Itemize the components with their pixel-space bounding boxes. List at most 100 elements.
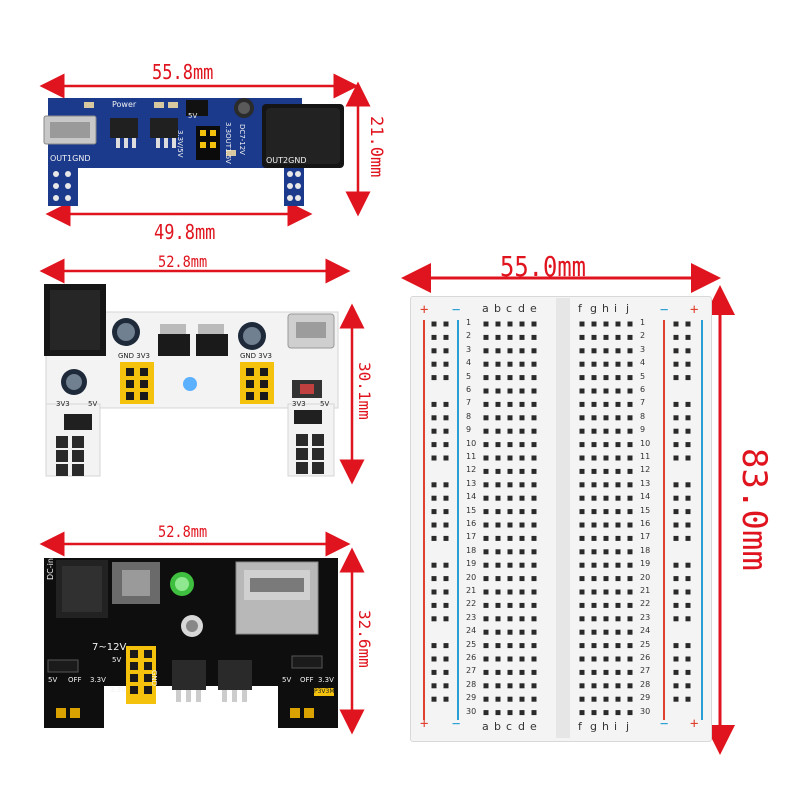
row-number-left-27: 27 (466, 666, 477, 676)
breadboard-hole (507, 522, 513, 528)
breadboard-hole (519, 401, 525, 407)
breadboard-hole (603, 683, 609, 689)
row-number-left-28: 28 (466, 679, 477, 689)
rail-hole (673, 562, 679, 568)
breadboard-hole (579, 629, 585, 635)
breadboard-hole (531, 616, 537, 622)
breadboard-hole (495, 549, 501, 555)
rail-hole (431, 562, 437, 568)
breadboard-hole (591, 696, 597, 702)
rail-hole (673, 442, 679, 448)
rail-hole (673, 602, 679, 608)
breadboard-hole (495, 535, 501, 541)
rail-hole (673, 535, 679, 541)
breadboard-hole (627, 602, 633, 608)
breadboard-hole (591, 468, 597, 474)
rail-hole (673, 522, 679, 528)
rail-hole (443, 334, 449, 340)
breadboard-hole (627, 549, 633, 555)
breadboard-hole (483, 696, 489, 702)
rail-plus-bottom-right: + (690, 716, 699, 732)
breadboard-hole (495, 375, 501, 381)
breadboard-hole (615, 629, 621, 635)
row-number-left-13: 13 (466, 478, 477, 488)
breadboard-hole (483, 321, 489, 327)
row-number-left-11: 11 (466, 452, 477, 461)
rail-hole (685, 428, 691, 434)
rail-hole (443, 522, 449, 528)
white-3v3-right-label: 3V3 (292, 400, 306, 408)
breadboard-hole (495, 522, 501, 528)
breadboard-hole (519, 669, 525, 675)
breadboard-hole (603, 576, 609, 582)
column-label-j: j (626, 302, 630, 315)
rail-hole (673, 482, 679, 488)
breadboard-hole (495, 334, 501, 340)
breadboard-hole (507, 348, 513, 354)
breadboard-hole (591, 321, 597, 327)
rail-hole (443, 683, 449, 689)
row-number-right-6: 6 (640, 385, 646, 394)
row-number-right-7: 7 (640, 398, 646, 408)
black-33v-right-label: 3.3V (318, 676, 334, 684)
rail-hole (673, 334, 679, 340)
breadboard-hole (615, 321, 621, 327)
breadboard-hole (579, 562, 585, 568)
breadboard-hole (519, 616, 525, 622)
breadboard-hole (627, 334, 633, 340)
breadboard-hole (579, 549, 585, 555)
breadboard-hole (519, 415, 525, 421)
breadboard-hole (579, 401, 585, 407)
breadboard-hole (603, 468, 609, 474)
breadboard-hole (531, 696, 537, 702)
breadboard-hole (507, 549, 513, 555)
breadboard-hole (519, 629, 525, 635)
rail-hole (431, 683, 437, 689)
breadboard-hole (531, 643, 537, 649)
breadboard-hole (519, 442, 525, 448)
row-number-left-25: 25 (466, 639, 477, 649)
row-number-left-9: 9 (466, 425, 472, 435)
column-label-g: g (590, 302, 597, 315)
breadboard-hole (579, 428, 585, 434)
breadboard-hole (519, 710, 525, 716)
breadboard-hole (627, 643, 633, 649)
breadboard-hole (531, 522, 537, 528)
breadboard-hole (507, 375, 513, 381)
breadboard-hole (507, 669, 513, 675)
breadboard-hole (519, 375, 525, 381)
rail-hole (685, 669, 691, 675)
row-number-left-8: 8 (466, 411, 472, 421)
column-label-c: c (506, 302, 513, 315)
rail-hole (673, 428, 679, 434)
row-number-left-5: 5 (466, 371, 472, 381)
breadboard-hole (507, 428, 513, 434)
white-gnd3v3-right-label: GND 3V3 (240, 352, 272, 360)
row-number-right-18: 18 (640, 545, 651, 555)
column-label-i: i (614, 302, 618, 315)
breadboard-hole (519, 683, 525, 689)
rail-hole (685, 334, 691, 340)
breadboard-hole (519, 602, 525, 608)
breadboard-hole (603, 455, 609, 461)
breadboard-hole (519, 535, 525, 541)
row-number-right-26: 26 (640, 653, 651, 662)
blue-bottom-width-label: 49.8mm (154, 220, 216, 244)
rail-hole (443, 562, 449, 568)
rail-hole (685, 696, 691, 702)
breadboard-hole (615, 468, 621, 474)
breadboard-hole (627, 375, 633, 381)
breadboard-hole (627, 669, 633, 675)
breadboard-hole (579, 656, 585, 662)
breadboard-hole (591, 535, 597, 541)
breadboard-hole (615, 334, 621, 340)
rail-hole (443, 669, 449, 675)
row-number-right-1: 1 (640, 318, 646, 327)
row-number-right-2: 2 (640, 331, 646, 341)
breadboard-hole (495, 482, 501, 488)
row-number-left-12: 12 (466, 465, 477, 475)
rail-hole (673, 683, 679, 689)
breadboard-hole (495, 616, 501, 622)
rail-hole (431, 401, 437, 407)
